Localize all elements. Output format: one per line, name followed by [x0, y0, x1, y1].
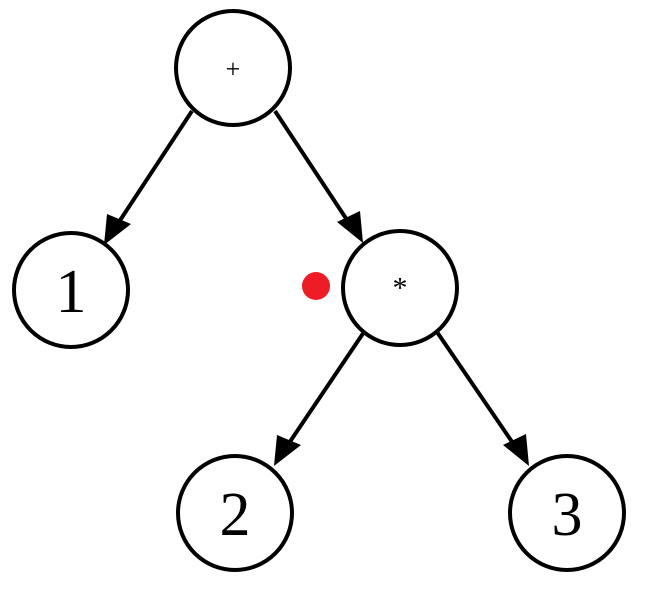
edge-times-to-two — [274, 330, 366, 466]
node-label: 1 — [56, 258, 87, 326]
edge-line — [435, 330, 521, 454]
node-circle[interactable] — [508, 454, 626, 572]
arrowhead-icon — [503, 434, 529, 466]
node-circle[interactable] — [176, 454, 294, 572]
node-circle[interactable] — [341, 229, 459, 347]
edge-line — [273, 109, 355, 231]
arrowhead-icon — [104, 214, 131, 245]
node-leaf-three[interactable]: 3 — [508, 454, 626, 572]
node-label: 2 — [220, 481, 251, 549]
edge-times-to-three — [435, 330, 529, 466]
edge-line — [281, 330, 366, 454]
node-root-plus[interactable]: + — [174, 9, 292, 127]
node-group: + 1 * 2 3 — [12, 9, 626, 572]
edge-group — [104, 109, 529, 466]
node-label: * — [393, 272, 408, 305]
red-dot-marker[interactable] — [302, 272, 330, 300]
edge-root-to-one — [104, 109, 194, 245]
node-circle[interactable] — [12, 231, 130, 349]
node-label: + — [226, 55, 241, 84]
node-circle[interactable] — [174, 9, 292, 127]
arrowhead-icon — [274, 435, 301, 466]
node-leaf-one[interactable]: 1 — [12, 231, 130, 349]
node-times[interactable]: * — [341, 229, 459, 347]
arrowhead-icon — [337, 211, 363, 243]
edge-line — [111, 109, 194, 233]
node-label: 3 — [552, 481, 583, 549]
node-leaf-two[interactable]: 2 — [176, 454, 294, 572]
edge-root-to-times — [273, 109, 363, 243]
